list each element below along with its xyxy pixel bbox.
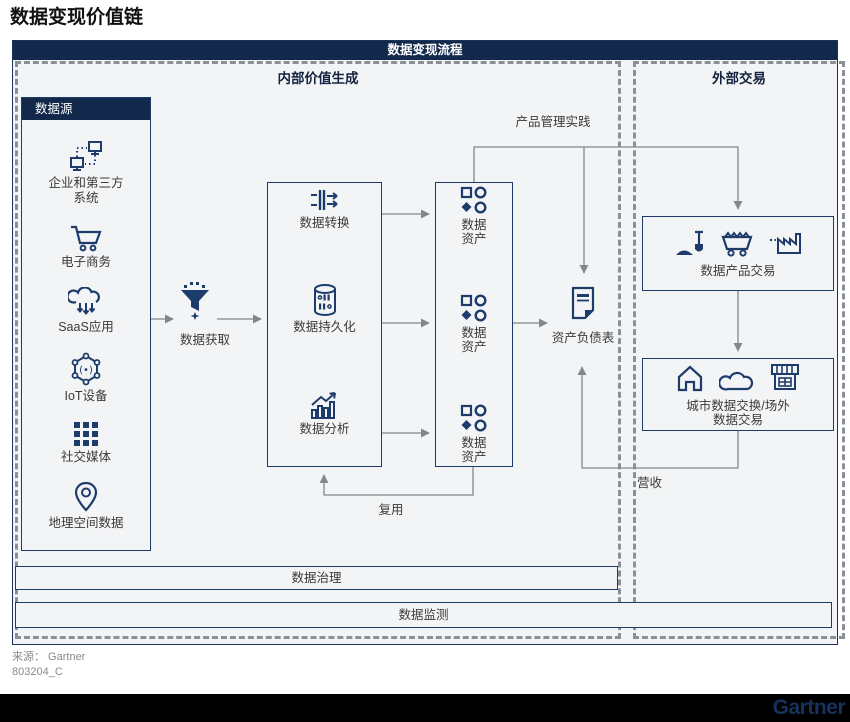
data-sources-header: 数据源 — [22, 98, 150, 120]
iot-device-icon: (•) — [64, 352, 107, 386]
governance-bar: 数据治理 — [15, 566, 618, 590]
acquisition-label: 数据获取 — [179, 333, 230, 347]
source-social-media: 社交媒体 — [61, 421, 111, 464]
asset-label-line2: 资产 — [461, 232, 487, 247]
internal-value-region — [15, 61, 621, 639]
exchange-label: 城市数据交换/场外 — [686, 398, 790, 413]
asset-label-line2: 资产 — [461, 340, 487, 355]
source-geospatial: 地理空间数据 — [48, 481, 124, 531]
reuse-label: 复用 — [378, 503, 404, 517]
cloud-icon — [719, 368, 755, 392]
ecommerce-cart-icon — [61, 222, 111, 252]
data-transform-icon — [268, 187, 381, 213]
processing-box: 数据转换 数据持久化 — [267, 182, 382, 467]
source-label: 地理空间数据 — [48, 516, 124, 531]
revenue-label: 营收 — [637, 476, 663, 490]
data-assets-icon — [436, 293, 512, 323]
data-assets-icon — [436, 403, 512, 433]
data-monetization-diagram: 数据变现流程 内部价值生成 外部交易 数据源 — [12, 40, 845, 645]
data-assets-box: 数据 资产 数据 资产 数据 — [435, 182, 513, 467]
asset-label: 数据 — [461, 218, 487, 232]
balance-sheet-doc-icon — [569, 286, 597, 320]
source-label: SaaS应用 — [58, 320, 114, 335]
external-trading-region — [633, 61, 845, 639]
analyze-label: 数据分析 — [299, 422, 350, 436]
footer-bar: Gartner — [0, 694, 850, 722]
balance-sheet-label: 资产负债表 — [551, 331, 615, 345]
source-label: IoT设备 — [64, 388, 108, 403]
exchange-icons — [675, 362, 801, 395]
asset-label-line2: 资产 — [461, 450, 487, 465]
persist-label: 数据持久化 — [293, 320, 356, 334]
database-icon — [268, 283, 381, 317]
source-iot: (•) IoT设备 — [64, 352, 108, 403]
data-sources-box: 数据源 企业和第三方 系统 — [21, 97, 151, 551]
gartner-logo: Gartner — [772, 696, 846, 719]
data-asset-item: 数据 资产 — [436, 185, 512, 247]
saas-cloud-icon — [58, 287, 114, 317]
external-region-title: 外部交易 — [712, 71, 766, 86]
source-saas: SaaS应用 — [58, 287, 114, 334]
asset-label: 数据 — [461, 436, 487, 450]
product-trading-label: 数据产品交易 — [700, 263, 776, 278]
asset-label: 数据 — [461, 326, 487, 340]
page-title: 数据变现价值链 — [10, 6, 144, 28]
source-enterprise-systems: 企业和第三方 系统 — [48, 139, 124, 205]
source-label-line2: 系统 — [73, 190, 99, 205]
data-product-trading-box: 数据产品交易 — [642, 216, 834, 291]
source-label: 企业和第三方 — [48, 176, 124, 191]
house-icon — [675, 364, 705, 392]
exchange-label-line2: 数据交易 — [712, 413, 763, 427]
geospatial-pin-icon — [48, 481, 123, 513]
enterprise-systems-icon — [48, 139, 123, 173]
factory-icon — [768, 231, 802, 257]
data-asset-item: 数据 资产 — [436, 293, 512, 355]
data-exchange-box: 城市数据交换/场外 数据交易 — [642, 358, 834, 431]
source-label: 社交媒体 — [60, 449, 111, 464]
storefront-icon — [769, 362, 801, 392]
social-media-grid-icon — [61, 421, 111, 447]
data-asset-item: 数据 资产 — [436, 403, 512, 465]
monitoring-bar: 数据监测 — [15, 602, 832, 628]
funnel-icon — [176, 281, 214, 321]
data-sources-list: 企业和第三方 系统 电子商务 — [22, 120, 150, 550]
document-id: 803204_C — [12, 666, 63, 678]
analytics-chart-icon — [268, 391, 381, 419]
transform-step: 数据转换 — [268, 187, 381, 230]
shovel-mining-icon — [674, 229, 706, 257]
persist-step: 数据持久化 — [268, 283, 381, 334]
product-mgmt-label: 产品管理实践 — [515, 115, 591, 129]
svg-text:(•): (•) — [79, 365, 93, 376]
process-banner: 数据变现流程 — [13, 41, 837, 60]
source-label: 电子商务 — [60, 255, 111, 270]
mine-cart-icon — [720, 229, 754, 257]
source-attribution: 来源： Gartner — [12, 651, 86, 663]
transform-label: 数据转换 — [299, 216, 350, 230]
trading-icons — [674, 229, 802, 260]
data-assets-icon — [436, 185, 512, 215]
source-ecommerce: 电子商务 — [61, 222, 111, 269]
internal-region-title: 内部价值生成 — [277, 71, 359, 86]
analyze-step: 数据分析 — [268, 391, 381, 436]
